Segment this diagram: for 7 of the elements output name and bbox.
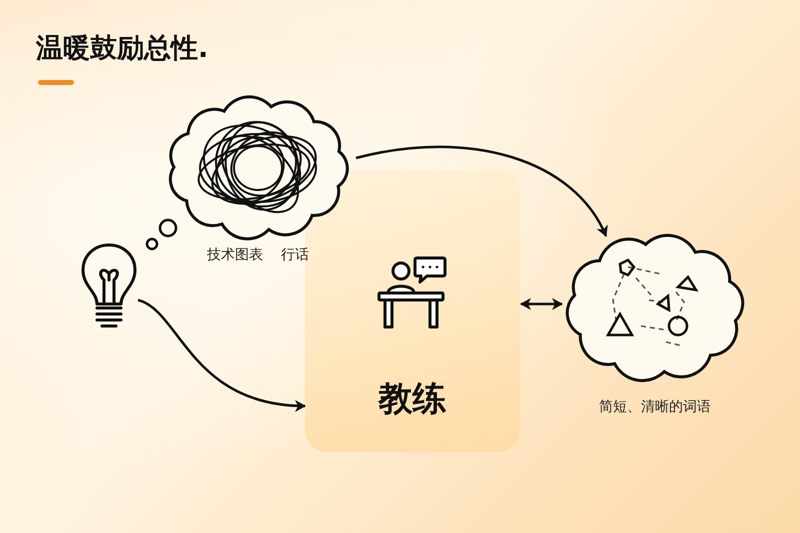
title: 温暖鼓励总性.: [36, 32, 208, 66]
arrow: [138, 298, 306, 412]
panel-title: 教练: [376, 378, 448, 421]
cloud-caption: 技术图表 行话: [206, 246, 310, 264]
arrow: [356, 146, 608, 237]
cloud-caption: 简短、清晰的词语: [598, 398, 712, 416]
arrow: [520, 298, 563, 310]
